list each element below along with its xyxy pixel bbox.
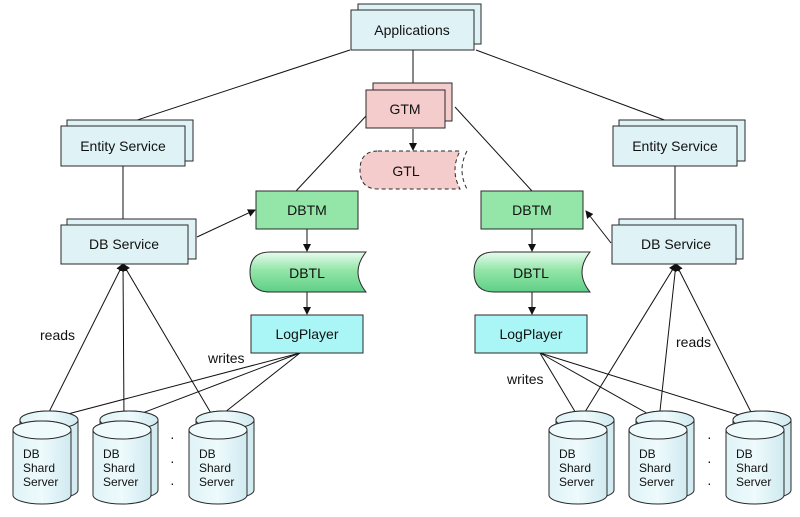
ellipsis-dot: ·: [707, 453, 712, 469]
logplayer-right-label: LogPlayer: [499, 326, 562, 342]
shard-label-line2: Shard: [199, 461, 231, 475]
dbtm-right-label: DBTM: [512, 202, 552, 218]
dbtl-left: DBTL: [249, 251, 368, 293]
ellipsis-dots: · · · · · ·: [170, 429, 712, 491]
db-shard-server: DB Shard Server: [628, 420, 688, 505]
entity-service-left: Entity Service: [60, 119, 194, 167]
shard-label-line3: Server: [23, 475, 58, 489]
ellipsis-dot: ·: [707, 475, 712, 491]
db-shard-server: DB Shard Server: [548, 420, 608, 505]
shard-label-line2: Shard: [639, 461, 671, 475]
applications-label: Applications: [374, 22, 450, 38]
entity-service-right-label: Entity Service: [632, 138, 718, 154]
shard-label-line3: Server: [103, 475, 138, 489]
reads-label-right: reads: [676, 334, 711, 350]
logplayer-right: LogPlayer: [474, 314, 588, 354]
entity-service-left-label: Entity Service: [80, 138, 166, 154]
shard-label-line1: DB: [199, 447, 216, 461]
ellipsis-dot: ·: [170, 429, 175, 445]
writes-label-left: writes: [207, 350, 245, 366]
gtl-label: GTL: [392, 163, 419, 179]
dbtm-left: DBTM: [255, 190, 359, 230]
shard-label-line1: DB: [639, 447, 656, 461]
dbtm-right: DBTM: [480, 190, 584, 230]
db-service-left: DB Service: [60, 218, 197, 265]
dbtl-right: DBTL: [473, 251, 592, 293]
db-shard-server: DB Shard Server: [725, 420, 785, 505]
shard-label-line3: Server: [559, 475, 594, 489]
gtm-node: GTM: [365, 82, 453, 129]
shard-label-line1: DB: [736, 447, 753, 461]
db-service-right-label: DB Service: [641, 236, 711, 252]
ellipsis-dot: ·: [170, 453, 175, 469]
applications-node: Applications: [350, 3, 482, 51]
shard-label-line1: DB: [103, 447, 120, 461]
shard-label-line3: Server: [639, 475, 674, 489]
db-shard-server: DB Shard Server: [92, 420, 152, 505]
shard-label-line2: Shard: [559, 461, 591, 475]
reads-label-left: reads: [40, 327, 75, 343]
db-service-left-label: DB Service: [89, 236, 159, 252]
ellipsis-dot: ·: [170, 475, 175, 491]
shard-label-line1: DB: [23, 447, 40, 461]
gtl-node: GTL: [359, 150, 468, 190]
shard-label-line3: Server: [199, 475, 234, 489]
shard-label-line2: Shard: [103, 461, 135, 475]
entity-service-right: Entity Service: [612, 119, 746, 167]
gtm-label: GTM: [389, 101, 420, 117]
logplayer-left-label: LogPlayer: [275, 326, 338, 342]
db-shard-server: DB Shard Server: [188, 420, 248, 505]
connectors: [44, 49, 756, 423]
dbtm-left-label: DBTM: [287, 202, 327, 218]
shard-label-line2: Shard: [736, 461, 768, 475]
db-shard-server: DB Shard Server: [12, 420, 72, 505]
shard-label-line3: Server: [736, 475, 771, 489]
writes-label-right: writes: [506, 371, 544, 387]
shard-label-line1: DB: [559, 447, 576, 461]
db-service-right: DB Service: [611, 218, 744, 265]
logplayer-left: LogPlayer: [250, 314, 364, 354]
ellipsis-dot: ·: [707, 429, 712, 445]
shard-label-line2: Shard: [23, 461, 55, 475]
dbtl-right-label: DBTL: [513, 265, 549, 281]
dbtl-left-label: DBTL: [289, 265, 325, 281]
